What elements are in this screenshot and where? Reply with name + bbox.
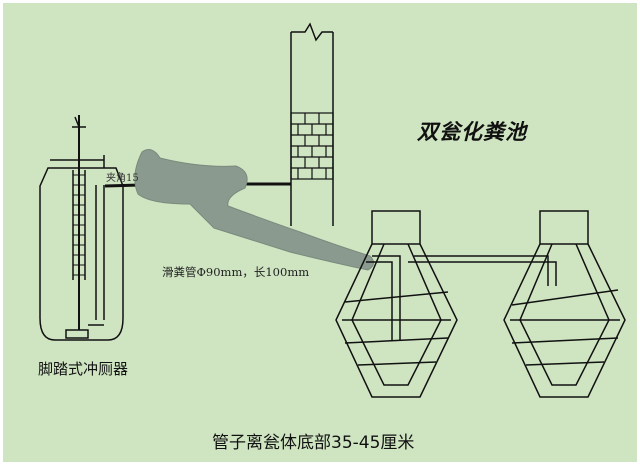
wall [290,22,334,226]
pipe-spec-label: 滑粪管Φ90mm，长100mm [162,265,310,279]
flusher-label: 脚踏式冲厕器 [38,360,129,378]
urn-tank-left [335,210,458,398]
bottom-note: 管子离瓮体底部35-45厘米 [212,433,415,453]
urn-pipes [366,255,557,340]
urn-tank-right [503,210,626,398]
flusher-tank [39,167,124,341]
connecting-pipe [408,261,557,286]
brick-pattern [290,112,334,180]
foot-pedal [65,329,89,339]
flusher-spring [73,174,85,276]
toilet-pan [134,149,374,271]
diagram-title: 双瓮化粪池 [417,119,527,144]
inlet-pipe [366,261,393,340]
angle-label: 夹角15 [106,173,139,184]
wall-break-mark [291,22,333,42]
foot-flusher [39,115,124,341]
